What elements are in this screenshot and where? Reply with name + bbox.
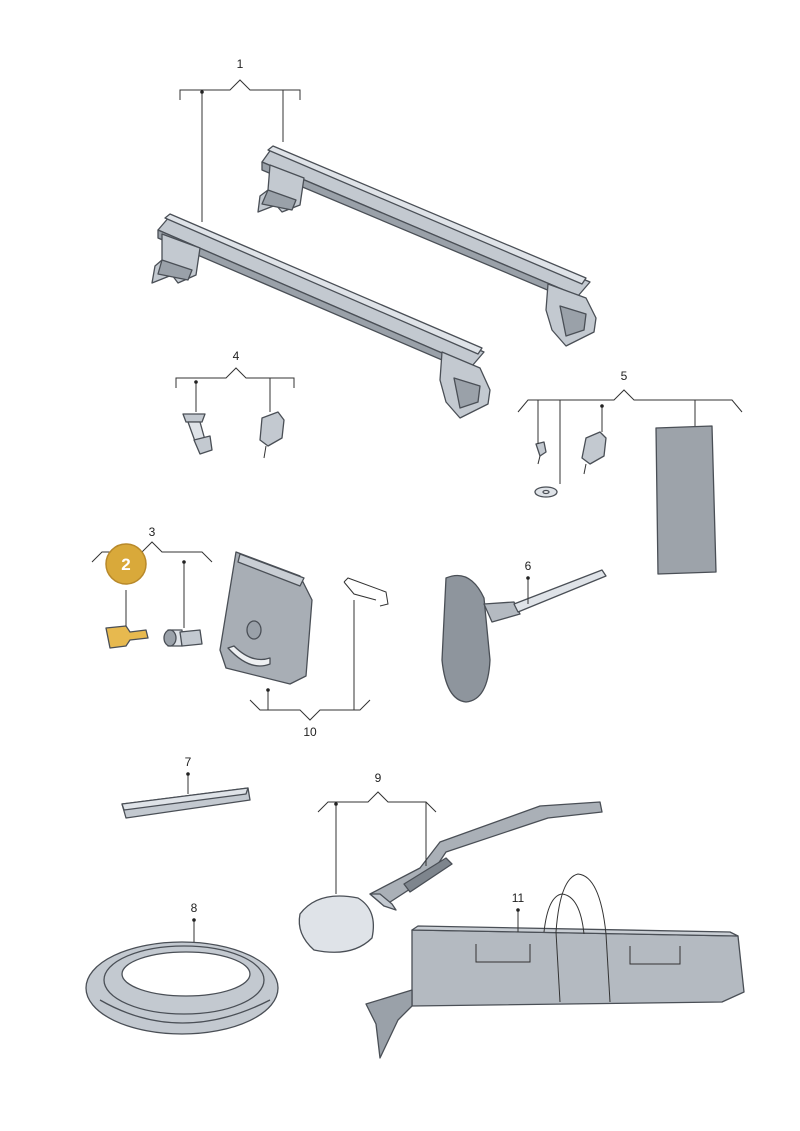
callout-5: 5	[517, 369, 743, 484]
callout-11: 11	[512, 891, 525, 932]
callout-2-label: 2	[121, 555, 130, 574]
callout-6: 6	[525, 559, 532, 604]
callout-2-badge[interactable]: 2	[105, 543, 147, 626]
part-3-lock-cylinder[interactable]	[163, 629, 203, 647]
part-10-cover-and-hook[interactable]	[219, 551, 389, 685]
callout-7-label: 7	[185, 755, 192, 769]
part-8-hose-coil[interactable]	[85, 941, 279, 1035]
callout-9: 9	[317, 771, 437, 894]
part-5-fitting-kit[interactable]	[534, 425, 717, 575]
key-icon	[105, 625, 149, 649]
callout-11-label: 11	[512, 891, 525, 905]
callout-7: 7	[185, 755, 192, 794]
callout-10: 10	[249, 600, 371, 739]
part-9-handle-and-pad[interactable]	[298, 801, 603, 953]
callout-6-label: 6	[525, 559, 532, 573]
part-7-strip[interactable]	[121, 787, 251, 819]
callout-8: 8	[191, 901, 198, 942]
callout-4-label: 4	[233, 349, 240, 363]
callout-1-label: 1	[237, 57, 244, 71]
callout-9-label: 9	[375, 771, 382, 785]
part-4-bolt-and-cap[interactable]	[182, 411, 285, 459]
callout-8-label: 8	[191, 901, 198, 915]
callout-5-label: 5	[621, 369, 628, 383]
callout-3: 3	[91, 525, 213, 628]
part-1-roof-bars[interactable]	[151, 145, 597, 419]
part-2-key[interactable]	[105, 625, 149, 649]
callout-4: 4	[175, 349, 295, 412]
callout-1: 1	[179, 57, 301, 222]
part-6-tool[interactable]	[441, 569, 607, 703]
callout-10-label: 10	[303, 725, 317, 739]
callout-3-label: 3	[149, 525, 156, 539]
part-11-storage-bag[interactable]	[365, 873, 745, 1059]
